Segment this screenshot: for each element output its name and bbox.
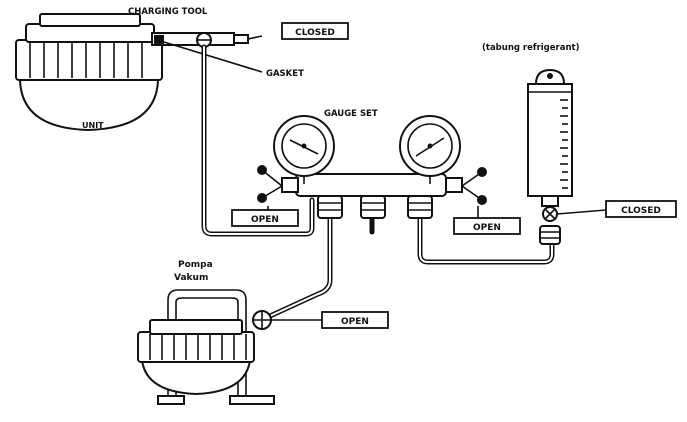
svg-text:OPEN: OPEN xyxy=(473,223,501,233)
unit-label: UNIT xyxy=(82,121,104,130)
high-side-open-tag: OPEN xyxy=(454,206,520,234)
unit-compressor xyxy=(16,14,162,130)
vacuum-pump-label-line2: Vakum xyxy=(174,273,208,283)
svg-text:OPEN: OPEN xyxy=(341,317,369,327)
refrigerant-cylinder xyxy=(528,70,606,244)
charging-tool-label: CHARGING TOOL xyxy=(128,7,208,17)
svg-text:CLOSED: CLOSED xyxy=(295,28,335,38)
vacuum-pump-label-line1: Pompa xyxy=(178,260,213,270)
refrigerant-cylinder-label: (tabung refrigerant) xyxy=(482,43,580,53)
low-side-open-tag: OPEN xyxy=(232,206,298,226)
svg-text:CLOSED: CLOSED xyxy=(621,206,661,216)
charging-tool xyxy=(152,33,262,72)
refrigerant-closed-tag: CLOSED xyxy=(606,201,676,217)
charging-tool-closed-tag: CLOSED xyxy=(282,23,348,39)
pump-open-tag: OPEN xyxy=(322,312,388,328)
gasket-label: GASKET xyxy=(266,69,304,79)
gauge-set xyxy=(257,116,487,218)
svg-text:OPEN: OPEN xyxy=(251,215,279,225)
gauge-set-label: GAUGE SET xyxy=(324,109,378,119)
